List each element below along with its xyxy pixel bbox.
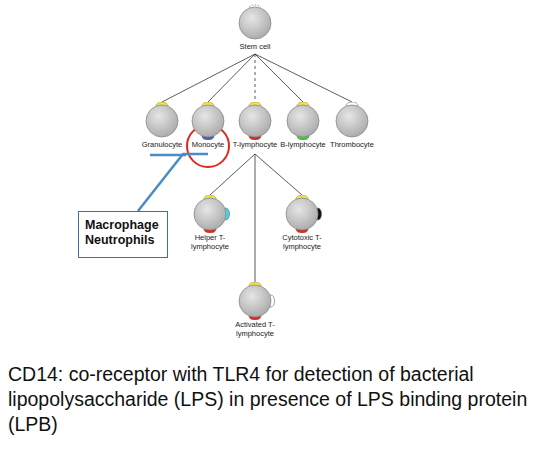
caption-text: CD14: co-receptor with TLR4 for detectio… [8,362,533,437]
cell-label: Thrombocyte [319,140,385,149]
cell-node: Monocyte [185,102,231,154]
callout-box: Macrophage Neutrophils [78,211,168,258]
cell-node: Activated T-lymphocyte [227,282,283,344]
cell-label: B-lymphocyte [270,140,336,149]
cell-node: Cytotoxic T-lymphocyte [274,195,330,253]
cell-label: T-lymphocyte [222,140,288,149]
cell-node: Stem cell [226,4,284,54]
cell-symbol [332,102,372,140]
box-label: Macrophage Neutrophils [85,218,161,248]
cell-symbol [235,282,275,320]
cell-label: Granulocyte [129,140,195,149]
cell-node: T-lymphocyte [232,102,278,154]
lineage-connector [255,154,256,282]
lineage-connector [255,54,256,102]
lineage-connector [162,54,255,102]
cell-symbol [190,195,230,233]
cell-symbol [235,4,275,42]
lineage-connector [138,154,208,211]
cell-node: Granulocyte [139,102,185,154]
cell-label: Cytotoxic T-lymphocyte [274,233,330,251]
cell-label: Activated T-lymphocyte [227,320,283,338]
cell-label: Helper T-lymphocyte [182,233,238,251]
cell-symbol [188,102,228,140]
lineage-connector [255,54,303,102]
cell-symbol [235,102,275,140]
cell-symbol [283,102,323,140]
cell-node: Helper T-lymphocyte [182,195,238,253]
cell-label: Monocyte [175,140,241,149]
cell-label: Stem cell [226,42,284,51]
lineage-connector [255,154,302,195]
cell-symbol [282,195,322,233]
lineage-connector [210,154,255,195]
cell-node: Thrombocyte [329,102,375,154]
lineage-connector [208,54,255,102]
cell-node: B-lymphocyte [280,102,326,154]
lineage-connector [255,54,352,102]
cell-symbol [142,102,182,140]
callout-underline [150,154,186,157]
